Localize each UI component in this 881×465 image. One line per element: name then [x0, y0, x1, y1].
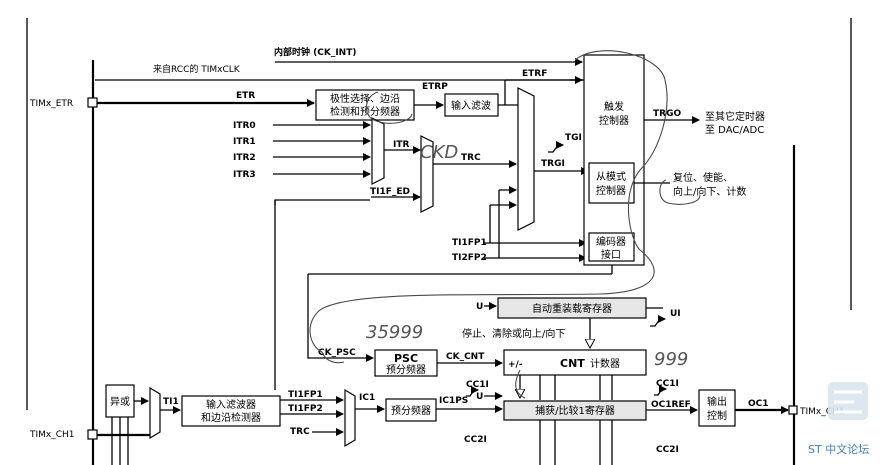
trc-mux	[420, 135, 434, 213]
encoder-line1: 编码器	[596, 235, 626, 248]
output-control-line2: 控制	[707, 409, 727, 422]
ch1-output-label: TIMx_CH1	[799, 407, 845, 417]
reset-enable-line1: 复位、使能、	[673, 171, 733, 184]
input-filter-label: 输入滤波	[451, 99, 491, 112]
trc-label: TRC	[461, 153, 481, 163]
pen-mark-cnt	[515, 369, 526, 399]
handwritten-ckd: CKD	[420, 142, 458, 163]
encoder-interface	[588, 232, 635, 262]
ti1f-ed-label: TI1F_ED	[370, 187, 410, 197]
ti1fp1-label: TI1FP1	[452, 238, 487, 248]
output-control-line1: 输出	[707, 395, 727, 408]
cnt-counter	[503, 349, 647, 376]
etr-pin-label: TIMx_ETR	[29, 99, 73, 109]
itr3-label: ITR3	[233, 170, 256, 180]
plus-minus-label: +/-	[508, 360, 523, 370]
cc2i-a-label: CC2I	[464, 435, 487, 445]
ck-psc-label: CK_PSC	[318, 348, 356, 358]
ch1-pin	[87, 429, 98, 440]
output-control-block	[698, 389, 736, 427]
oc1ref-label: OC1REF	[651, 400, 691, 410]
ic1ps-label: IC1PS	[439, 396, 468, 406]
ic-prescaler-label: 预分频器	[391, 404, 431, 417]
itr1-label: ITR1	[233, 137, 256, 147]
pen-loop-tail	[321, 351, 345, 364]
slave-mode-line2: 控制器	[596, 184, 626, 197]
cc1i-b-label: CC1I	[656, 379, 679, 389]
ic1-label: IC1	[359, 393, 375, 403]
slave-mode-controller	[588, 162, 635, 204]
psc-sub: 预分频器	[386, 363, 426, 376]
cc1i-b-flag	[654, 385, 667, 396]
handwritten-999: 999	[654, 349, 688, 370]
ti1f-ed-source-line	[274, 199, 370, 205]
input-filter-edge-detector	[181, 395, 281, 427]
input-filter-edge-line2: 和边沿检测器	[201, 411, 261, 424]
ti2fp2-label: TI2FP2	[452, 253, 487, 263]
cc1i-a-flag	[466, 386, 479, 397]
watermark-text: ST 中文论坛	[808, 442, 869, 456]
itr2-label: ITR2	[233, 153, 256, 163]
psc-title: PSC	[394, 352, 418, 365]
itr0-label: ITR0	[233, 121, 256, 131]
cc1i-a-label: CC1I	[466, 380, 489, 390]
slave-mode-line1: 从模式	[596, 170, 626, 183]
to-other-timers-label: 至其它定时器	[705, 110, 765, 123]
ti1fp2-b-label: TI1FP2	[288, 404, 323, 414]
input-filter-edge-line1: 输入滤波器	[206, 398, 256, 411]
trigger-controller-line2: 控制器	[599, 114, 629, 127]
polarity-block-line2: 检测和预分频器	[330, 105, 400, 118]
oc1-label: OC1	[748, 399, 769, 409]
capture-compare-label: 捕获/比较1寄存器	[535, 404, 615, 417]
rcc-clock-label: 来自RCC的 TIMxCLK	[153, 63, 241, 75]
handwritten-35999: 35999	[366, 322, 423, 343]
xor-label: 异或	[110, 396, 130, 408]
trgo-label: TRGO	[653, 109, 681, 119]
tgi-label: TGI	[565, 133, 582, 143]
trigger-controller-frame	[583, 54, 645, 266]
pen-circle-slave-output	[659, 179, 701, 205]
u-label-arr: U	[476, 302, 483, 312]
ti1fp1-b-label: TI1FP1	[288, 390, 323, 400]
trigger-controller-line1: 触发	[604, 100, 624, 113]
ic-prescaler	[385, 398, 437, 422]
cnt-sub: 计数器	[590, 357, 620, 370]
itr-mux	[371, 117, 385, 185]
trgi-label: TRGI	[541, 159, 565, 169]
stop-clear-label: 停止、清除或向上/向下	[462, 327, 565, 340]
tgi-flag-arrow	[548, 141, 564, 153]
ic1-mux	[344, 388, 356, 448]
reset-enable-line2: 向上/向下、计数	[673, 185, 746, 198]
trgi-mux	[517, 87, 535, 231]
ti1-mux	[149, 386, 161, 440]
pen-loop-path	[309, 50, 668, 353]
etr-label: ETR	[236, 91, 255, 101]
etr-pin	[87, 97, 98, 108]
etrp-label: ETRP	[422, 82, 448, 92]
watermark-logo	[828, 382, 868, 420]
itr-label: ITR	[393, 140, 409, 150]
to-dac-adc-label: 至 DAC/ADC	[705, 124, 764, 136]
pen-circle-prescaler	[365, 91, 413, 124]
cc2i-b-label: CC2I	[656, 445, 679, 455]
trc-b-label: TRC	[290, 427, 310, 437]
ch1-pin-label: TIMx_CH1	[29, 430, 75, 440]
polarity-block-line1: 极性选择、边沿	[330, 92, 400, 105]
ui-flag-arrow	[650, 315, 666, 327]
arr-label: 自动重装载寄存器	[532, 302, 612, 315]
u-label-ccr: U	[476, 392, 483, 402]
etrf-label: ETRF	[522, 69, 547, 79]
ch1-output-pin	[788, 405, 798, 415]
ck-psc-line	[307, 274, 374, 362]
encoder-line2: 接口	[601, 248, 621, 261]
psc-prescaler	[374, 349, 438, 377]
polarity-edge-prescaler-block	[315, 89, 415, 121]
xor-block	[105, 384, 135, 418]
cnt-title: CNT	[560, 357, 585, 370]
internal-clock-label: 内部时钟 (CK_INT)	[274, 46, 356, 58]
ti1-label: TI1	[163, 397, 179, 407]
ck-cnt-label: CK_CNT	[446, 352, 485, 362]
ui-label: UI	[670, 309, 681, 319]
